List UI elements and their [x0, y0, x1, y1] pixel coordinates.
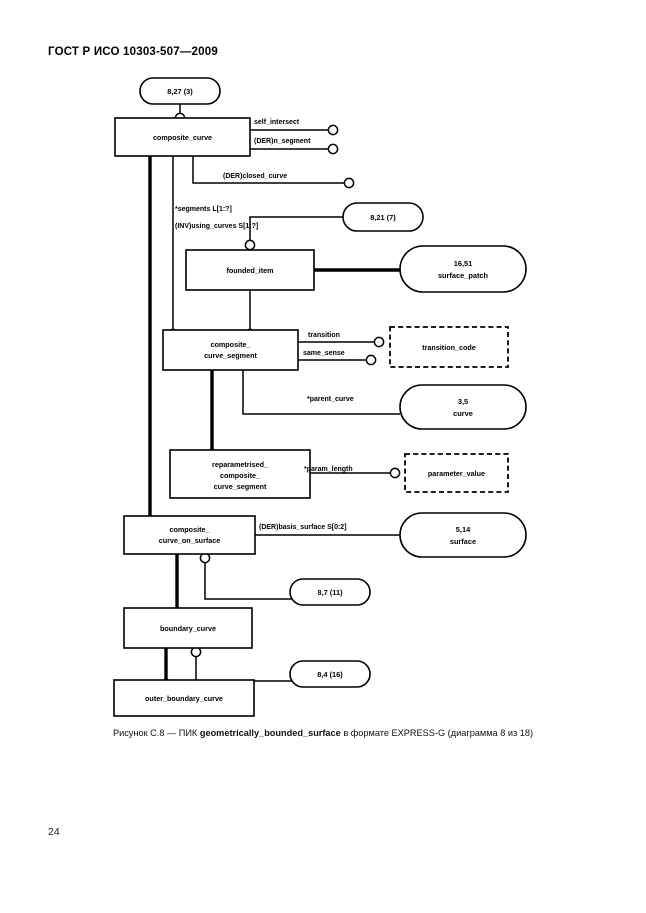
entity-label: boundary_curve — [160, 624, 216, 633]
attr-der-basis-surface: (DER)basis_surface S[0:2] — [259, 524, 347, 531]
caption-suffix: в формате EXPRESS-G (диаграмма 8 из 18) — [340, 728, 534, 738]
entity-composite-curve-segment[interactable]: composite_ curve_segment — [162, 329, 299, 371]
page-ref-label-line1: 16,51 — [454, 259, 473, 268]
page-ref-8-21-7[interactable]: 8,21 (7) — [342, 202, 424, 232]
attr-parent-curve: *parent_curve — [307, 396, 354, 403]
page-ref-label-line2: surface — [450, 537, 476, 546]
entity-label-line1: composite_ — [211, 340, 252, 349]
select-transition-code[interactable]: transition_code — [389, 326, 509, 368]
page-ref-16-51-surface-patch[interactable]: 16,51 surface_patch — [399, 245, 527, 293]
attr-inv-using-curves: (INV)using_curves S[1:?] — [175, 223, 258, 230]
select-label: transition_code — [422, 343, 476, 352]
page-reference-nodes: 8,27 (3) 8,21 (7) 16,51 surface_patch 3,… — [139, 77, 527, 688]
conn-ref821-founded-item — [249, 216, 343, 250]
entity-label-line1: reparametrised_ — [212, 460, 269, 469]
page-number: 24 — [48, 826, 60, 838]
entity-reparametrised-composite-curve-segment[interactable]: reparametrised_ composite_ curve_segment — [169, 449, 311, 499]
circle-n-segment-end — [327, 143, 339, 155]
entity-label-line2: curve_segment — [204, 351, 257, 360]
page-ref-label-line2: curve — [453, 409, 473, 418]
entity-label-line3: curve_segment — [214, 482, 267, 491]
select-label: parameter_value — [428, 469, 485, 478]
page-ref-8-7-11[interactable]: 8,7 (11) — [289, 578, 371, 606]
entity-founded-item[interactable]: founded_item — [185, 249, 315, 291]
page-ref-8-4-16[interactable]: 8,4 (16) — [289, 660, 371, 688]
circle-transition-end — [373, 336, 385, 348]
page-ref-label: 8,4 (16) — [317, 670, 343, 679]
page-ref-label-line1: 5,14 — [456, 525, 471, 534]
page-ref-label: 8,21 (7) — [370, 213, 396, 222]
entity-boxes: composite_curve founded_item composite_ … — [113, 117, 315, 717]
entity-label: founded_item — [226, 266, 273, 275]
conn-closed-curve — [192, 156, 344, 184]
page-ref-label-line2: surface_patch — [438, 271, 489, 280]
figure-caption: Рисунок С.8 — ПИК geometrically_bounded_… — [0, 728, 646, 738]
page-ref-label: 8,27 (3) — [167, 87, 193, 96]
circle-param-length-end — [389, 467, 401, 479]
page-ref-8-27-3[interactable]: 8,27 (3) — [139, 77, 221, 105]
entity-composite-curve[interactable]: composite_curve — [114, 117, 251, 157]
attr-segments: *segments L[1:?] — [175, 206, 232, 213]
circle-founded-item-top — [244, 239, 256, 251]
document-header: ГОСТ Р ИСО 10303-507—2009 — [48, 46, 218, 58]
caption-entity-name: geometrically_bounded_surface — [199, 728, 341, 738]
circle-same-sense-end — [365, 354, 377, 366]
page-ref-3-5-curve[interactable]: 3,5 curve — [399, 384, 527, 430]
attr-transition: transition — [308, 332, 340, 339]
circle-self-intersect-end — [327, 124, 339, 136]
page-ref-label-line1: 3,5 — [458, 397, 468, 406]
select-parameter-value[interactable]: parameter_value — [404, 453, 509, 493]
attr-der-closed-curve: (DER)closed_curve — [223, 173, 287, 180]
entity-boundary-curve[interactable]: boundary_curve — [123, 607, 253, 649]
circle-closed-curve-end — [343, 177, 355, 189]
select-type-boxes: transition_code parameter_value — [389, 326, 509, 493]
attr-self-intersect: self_intersect — [254, 119, 300, 126]
attr-same-sense: same_sense — [303, 350, 345, 357]
caption-prefix: Рисунок С.8 — ПИК — [112, 728, 200, 738]
conn-parent-curve — [242, 370, 400, 415]
entity-label: composite_curve — [153, 133, 212, 142]
entity-composite-curve-on-surface[interactable]: composite_ curve_on_surface — [123, 515, 256, 555]
attr-der-n-segment: (DER)n_segment — [254, 138, 311, 145]
entity-label: outer_boundary_curve — [145, 694, 223, 703]
entity-label-line2: composite_ — [220, 471, 261, 480]
conn-ref84-boundary — [195, 648, 292, 682]
connections — [148, 104, 400, 682]
entity-outer-boundary-curve[interactable]: outer_boundary_curve — [113, 679, 255, 717]
entity-label-line1: composite_ — [170, 525, 211, 534]
attr-param-length: *param_length — [304, 466, 353, 473]
page-ref-5-14-surface[interactable]: 5,14 surface — [399, 512, 527, 558]
page-ref-label: 8,7 (11) — [317, 588, 343, 597]
conn-ref87-ccos — [204, 554, 292, 600]
attribute-labels: self_intersect (DER)n_segment (DER)close… — [175, 119, 354, 531]
entity-label-line2: curve_on_surface — [159, 536, 221, 545]
